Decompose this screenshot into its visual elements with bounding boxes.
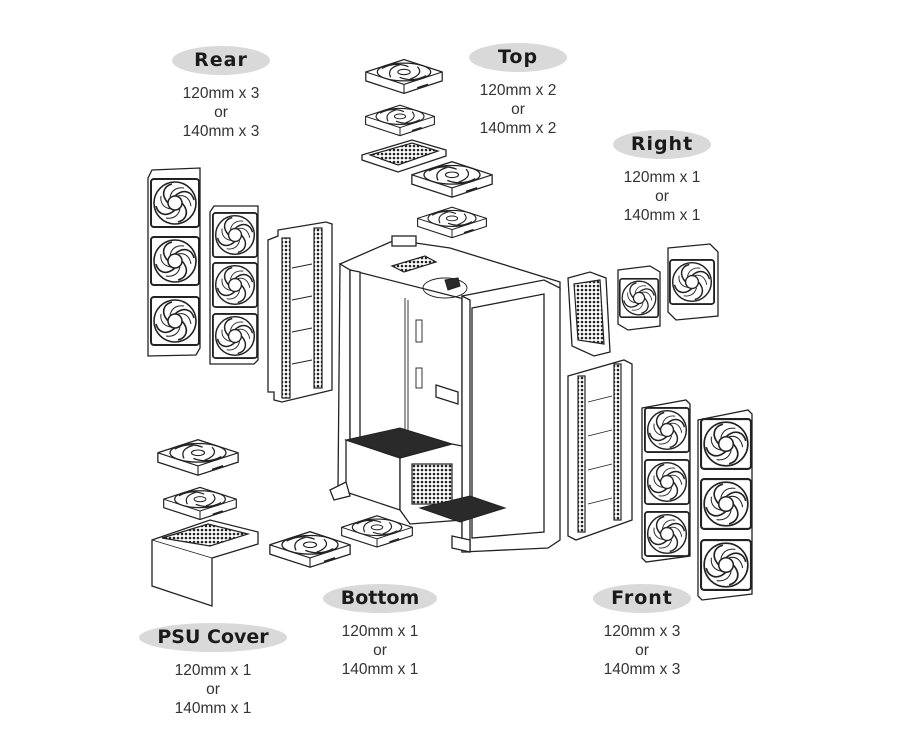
top-fans [361,58,494,239]
psu-spec-line1: 120mm x 1 [174,662,252,679]
top-dust-filter [361,139,447,173]
top-spec: 120mm x 2 or 140mm x 2 [428,81,608,138]
psu-cover-fans [151,438,259,607]
front-fan-bracket [567,359,633,541]
pc-case [329,235,561,553]
right-spec: 120mm x 1 or 140mm x 1 [572,168,752,225]
front-spec-line2: 140mm x 3 [603,661,681,678]
top-spec-line1: 120mm x 2 [479,82,557,99]
rear-spec-or: or [214,104,228,121]
bottom-spec: 120mm x 1 or 140mm x 1 [290,622,470,679]
front-spec: 120mm x 3 or 140mm x 3 [552,622,732,679]
front-title: Front [593,584,691,613]
rear-title: Rear [172,46,270,75]
right-fan-140 [667,243,719,321]
bottom-title: Bottom [322,584,438,613]
top-spec-line2: 140mm x 2 [479,120,557,137]
front-fan-stack-140 [697,409,753,601]
front-label: Front 120mm x 3 or 140mm x 3 [552,584,732,679]
psu-spec-or: or [206,681,220,698]
bottom-label: Bottom 120mm x 1 or 140mm x 1 [290,584,470,679]
psu-cover-spec: 120mm x 1 or 140mm x 1 [123,661,303,718]
front-spec-or: or [635,642,649,659]
bottom-spec-line2: 140mm x 1 [341,661,419,678]
rear-fan-bracket [267,221,333,403]
bottom-spec-line1: 120mm x 1 [341,623,419,640]
right-spec-or: or [655,188,669,205]
rear-label: Rear 120mm x 3 or 140mm x 3 [131,46,311,141]
right-fan-120 [617,265,661,331]
right-label: Right 120mm x 1 or 140mm x 1 [572,130,752,225]
right-title: Right [612,130,712,159]
right-side-filter [567,271,611,357]
rear-fan-stack-140 [147,167,201,357]
psu-cover-title: PSU Cover [139,623,287,652]
psu-cover-label: PSU Cover 120mm x 1 or 140mm x 1 [123,623,303,718]
rear-spec-line2: 140mm x 3 [182,123,260,140]
front-fan-stack-120 [641,399,691,563]
bottom-fans [268,514,414,569]
rear-spec-line1: 120mm x 3 [182,85,260,102]
right-spec-line1: 120mm x 1 [623,169,701,186]
right-spec-line2: 140mm x 1 [623,207,701,224]
rear-spec: 120mm x 3 or 140mm x 3 [131,84,311,141]
top-title: Top [469,43,567,72]
top-label: Top 120mm x 2 or 140mm x 2 [428,43,608,138]
top-spec-or: or [511,101,525,118]
bottom-spec-or: or [373,642,387,659]
psu-spec-line2: 140mm x 1 [174,700,252,717]
rear-fan-stack-120 [209,205,259,365]
psu-cover-plate [151,519,259,607]
front-spec-line1: 120mm x 3 [603,623,681,640]
